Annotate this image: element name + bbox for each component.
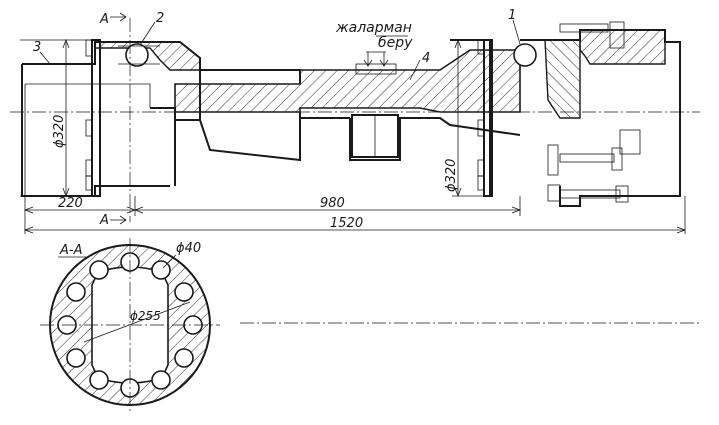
leader-3 [39, 51, 51, 65]
left-ball-joint [125, 43, 149, 67]
dim-line-d255 [83, 301, 191, 343]
dim-d255: ϕ255 [130, 309, 161, 323]
leader-2 [139, 21, 156, 46]
part-number-3: 3 [33, 40, 41, 55]
grease-fitting [355, 51, 397, 75]
main-view: ϕ320 ϕ320 А А 220 980 1520 [10, 8, 700, 234]
left-hub-section [94, 41, 201, 71]
section-view-a-a: А-А ϕ255 ϕ40 [40, 238, 220, 412]
part-number-2: 2 [156, 11, 164, 26]
right-coupling-bolts [547, 21, 641, 203]
note-line-2: беру [378, 35, 413, 51]
note-line-1: жаларман [335, 20, 412, 36]
section-mark-bottom: А [99, 213, 109, 228]
section-mark-top: А [99, 12, 109, 27]
section-line-a [110, 12, 131, 225]
right-hub-inner-section [544, 39, 581, 119]
dim-d320-right: ϕ320 [444, 159, 459, 192]
right-ball-joint [513, 43, 537, 67]
right-hub-section [579, 29, 666, 65]
left-flange-plate [91, 39, 101, 197]
dim-1520: 1520 [330, 216, 363, 231]
dim-980: 980 [320, 196, 345, 211]
section-title: А-А [59, 243, 82, 258]
length-dims [23, 196, 687, 234]
dim-d320-left: ϕ320 [52, 115, 67, 148]
dim-d40: ϕ40 [176, 241, 201, 256]
left-ball-race [118, 45, 160, 65]
dim-arrows-d320-right [454, 38, 462, 198]
dim-220: 220 [58, 196, 83, 211]
part-number-4: 4 [422, 51, 430, 66]
left-hub-bore [24, 83, 151, 196]
leader-4 [409, 59, 421, 81]
dim-arrows-d320-left [62, 38, 70, 198]
leader-1 [512, 19, 521, 45]
part-number-1: 1 [508, 8, 516, 23]
shaft-body-lower [299, 112, 521, 161]
shaft-body-section [174, 49, 521, 113]
leader-d40 [162, 254, 177, 269]
